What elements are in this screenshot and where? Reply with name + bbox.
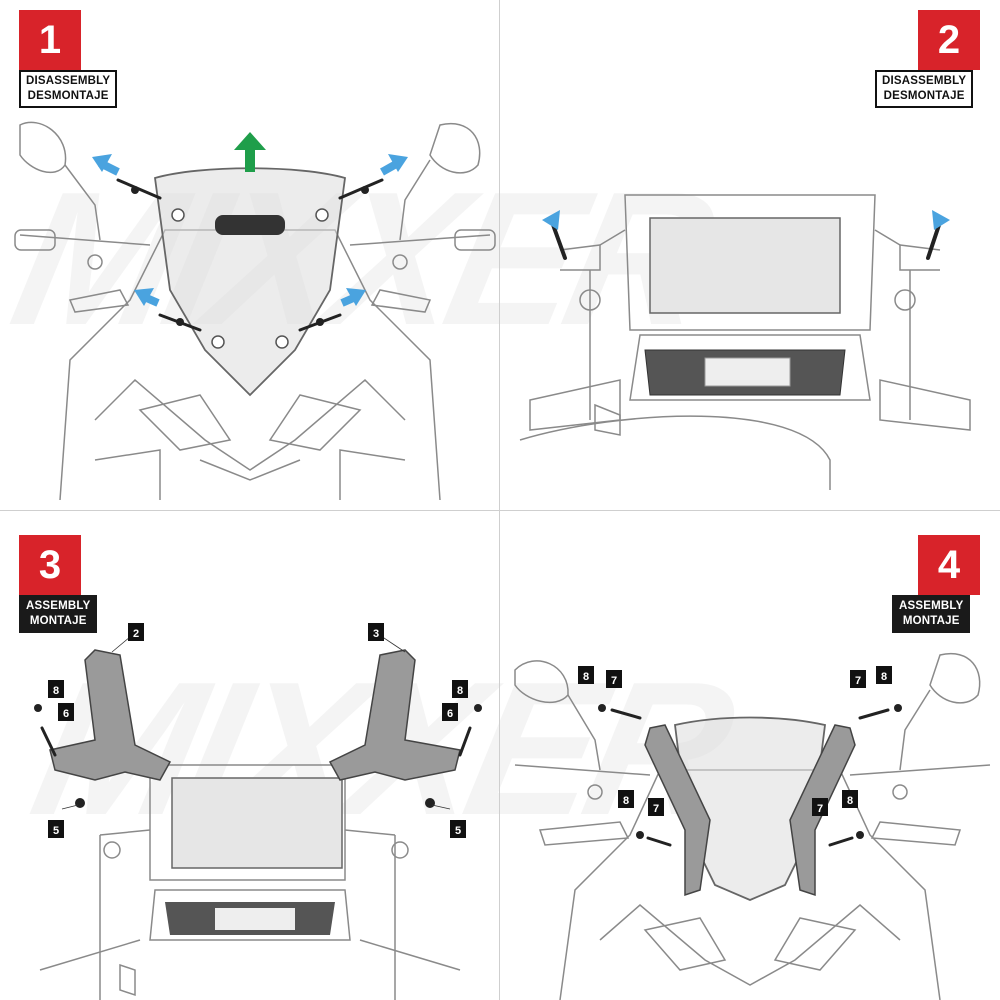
- tag-part-8-right: 8: [457, 685, 463, 697]
- step-label-2: DISASSEMBLY DESMONTAJE: [875, 70, 973, 108]
- step-number-3: 3: [19, 535, 81, 595]
- left-mirror: [20, 122, 66, 172]
- step-label-1-es: DESMONTAJE: [26, 89, 110, 104]
- step-2-panel: 2 DISASSEMBLY DESMONTAJE: [500, 0, 1000, 500]
- step-label-4-es: MONTAJE: [899, 614, 963, 629]
- step-number-2: 2: [918, 10, 980, 70]
- step-label-2-es: DESMONTAJE: [882, 89, 966, 104]
- step-number-4: 4: [918, 535, 980, 595]
- tag-part-8-bottom-right: 8: [847, 795, 853, 807]
- step-label-3-es: MONTAJE: [26, 614, 90, 629]
- step-1-panel: 1 DISASSEMBLY DESMONTAJE: [0, 0, 500, 500]
- tag-part-2: 2: [133, 628, 139, 640]
- step-label-4-en: ASSEMBLY: [899, 599, 963, 614]
- tag-part-7-top-left: 7: [611, 675, 617, 687]
- tag-part-8-bottom-left: 8: [623, 795, 629, 807]
- step-4-panel: 8 7 7 8 8 7 7 8 4 ASSEMBLY MONTAJE: [500, 500, 1000, 1000]
- step-label-3: ASSEMBLY MONTAJE: [19, 595, 97, 633]
- dashboard-screen: [650, 218, 840, 313]
- step-3-panel: 2 3 8 6 8 6 5 5 3 ASSEMBLY MONTAJE: [0, 500, 500, 1000]
- tag-part-8-top-left: 8: [583, 671, 589, 683]
- step-label-4: ASSEMBLY MONTAJE: [892, 595, 970, 633]
- tag-part-5-left: 5: [53, 825, 59, 837]
- tag-part-7-top-right: 7: [855, 675, 861, 687]
- dashboard-screen: [172, 778, 342, 868]
- right-mirror: [430, 124, 480, 173]
- tag-part-8-top-right: 8: [881, 671, 887, 683]
- step-label-2-en: DISASSEMBLY: [882, 74, 966, 89]
- step-label-3-en: ASSEMBLY: [26, 599, 90, 614]
- vertical-divider: [499, 0, 500, 1000]
- tag-part-7-bottom-right: 7: [817, 803, 823, 815]
- right-bracket: [330, 650, 460, 780]
- lift-arrow: [234, 132, 266, 172]
- tag-part-7-bottom-left: 7: [653, 803, 659, 815]
- tag-part-6-left: 6: [63, 708, 69, 720]
- step-label-1-en: DISASSEMBLY: [26, 74, 110, 89]
- tag-part-6-right: 6: [447, 708, 453, 720]
- tag-part-3: 3: [373, 628, 379, 640]
- step-number-1: 1: [19, 10, 81, 70]
- windscreen: [155, 168, 345, 395]
- tag-part-8-left: 8: [53, 685, 59, 697]
- step-label-1: DISASSEMBLY DESMONTAJE: [19, 70, 117, 108]
- tag-part-5-right: 5: [455, 825, 461, 837]
- horizontal-divider: [0, 510, 1000, 511]
